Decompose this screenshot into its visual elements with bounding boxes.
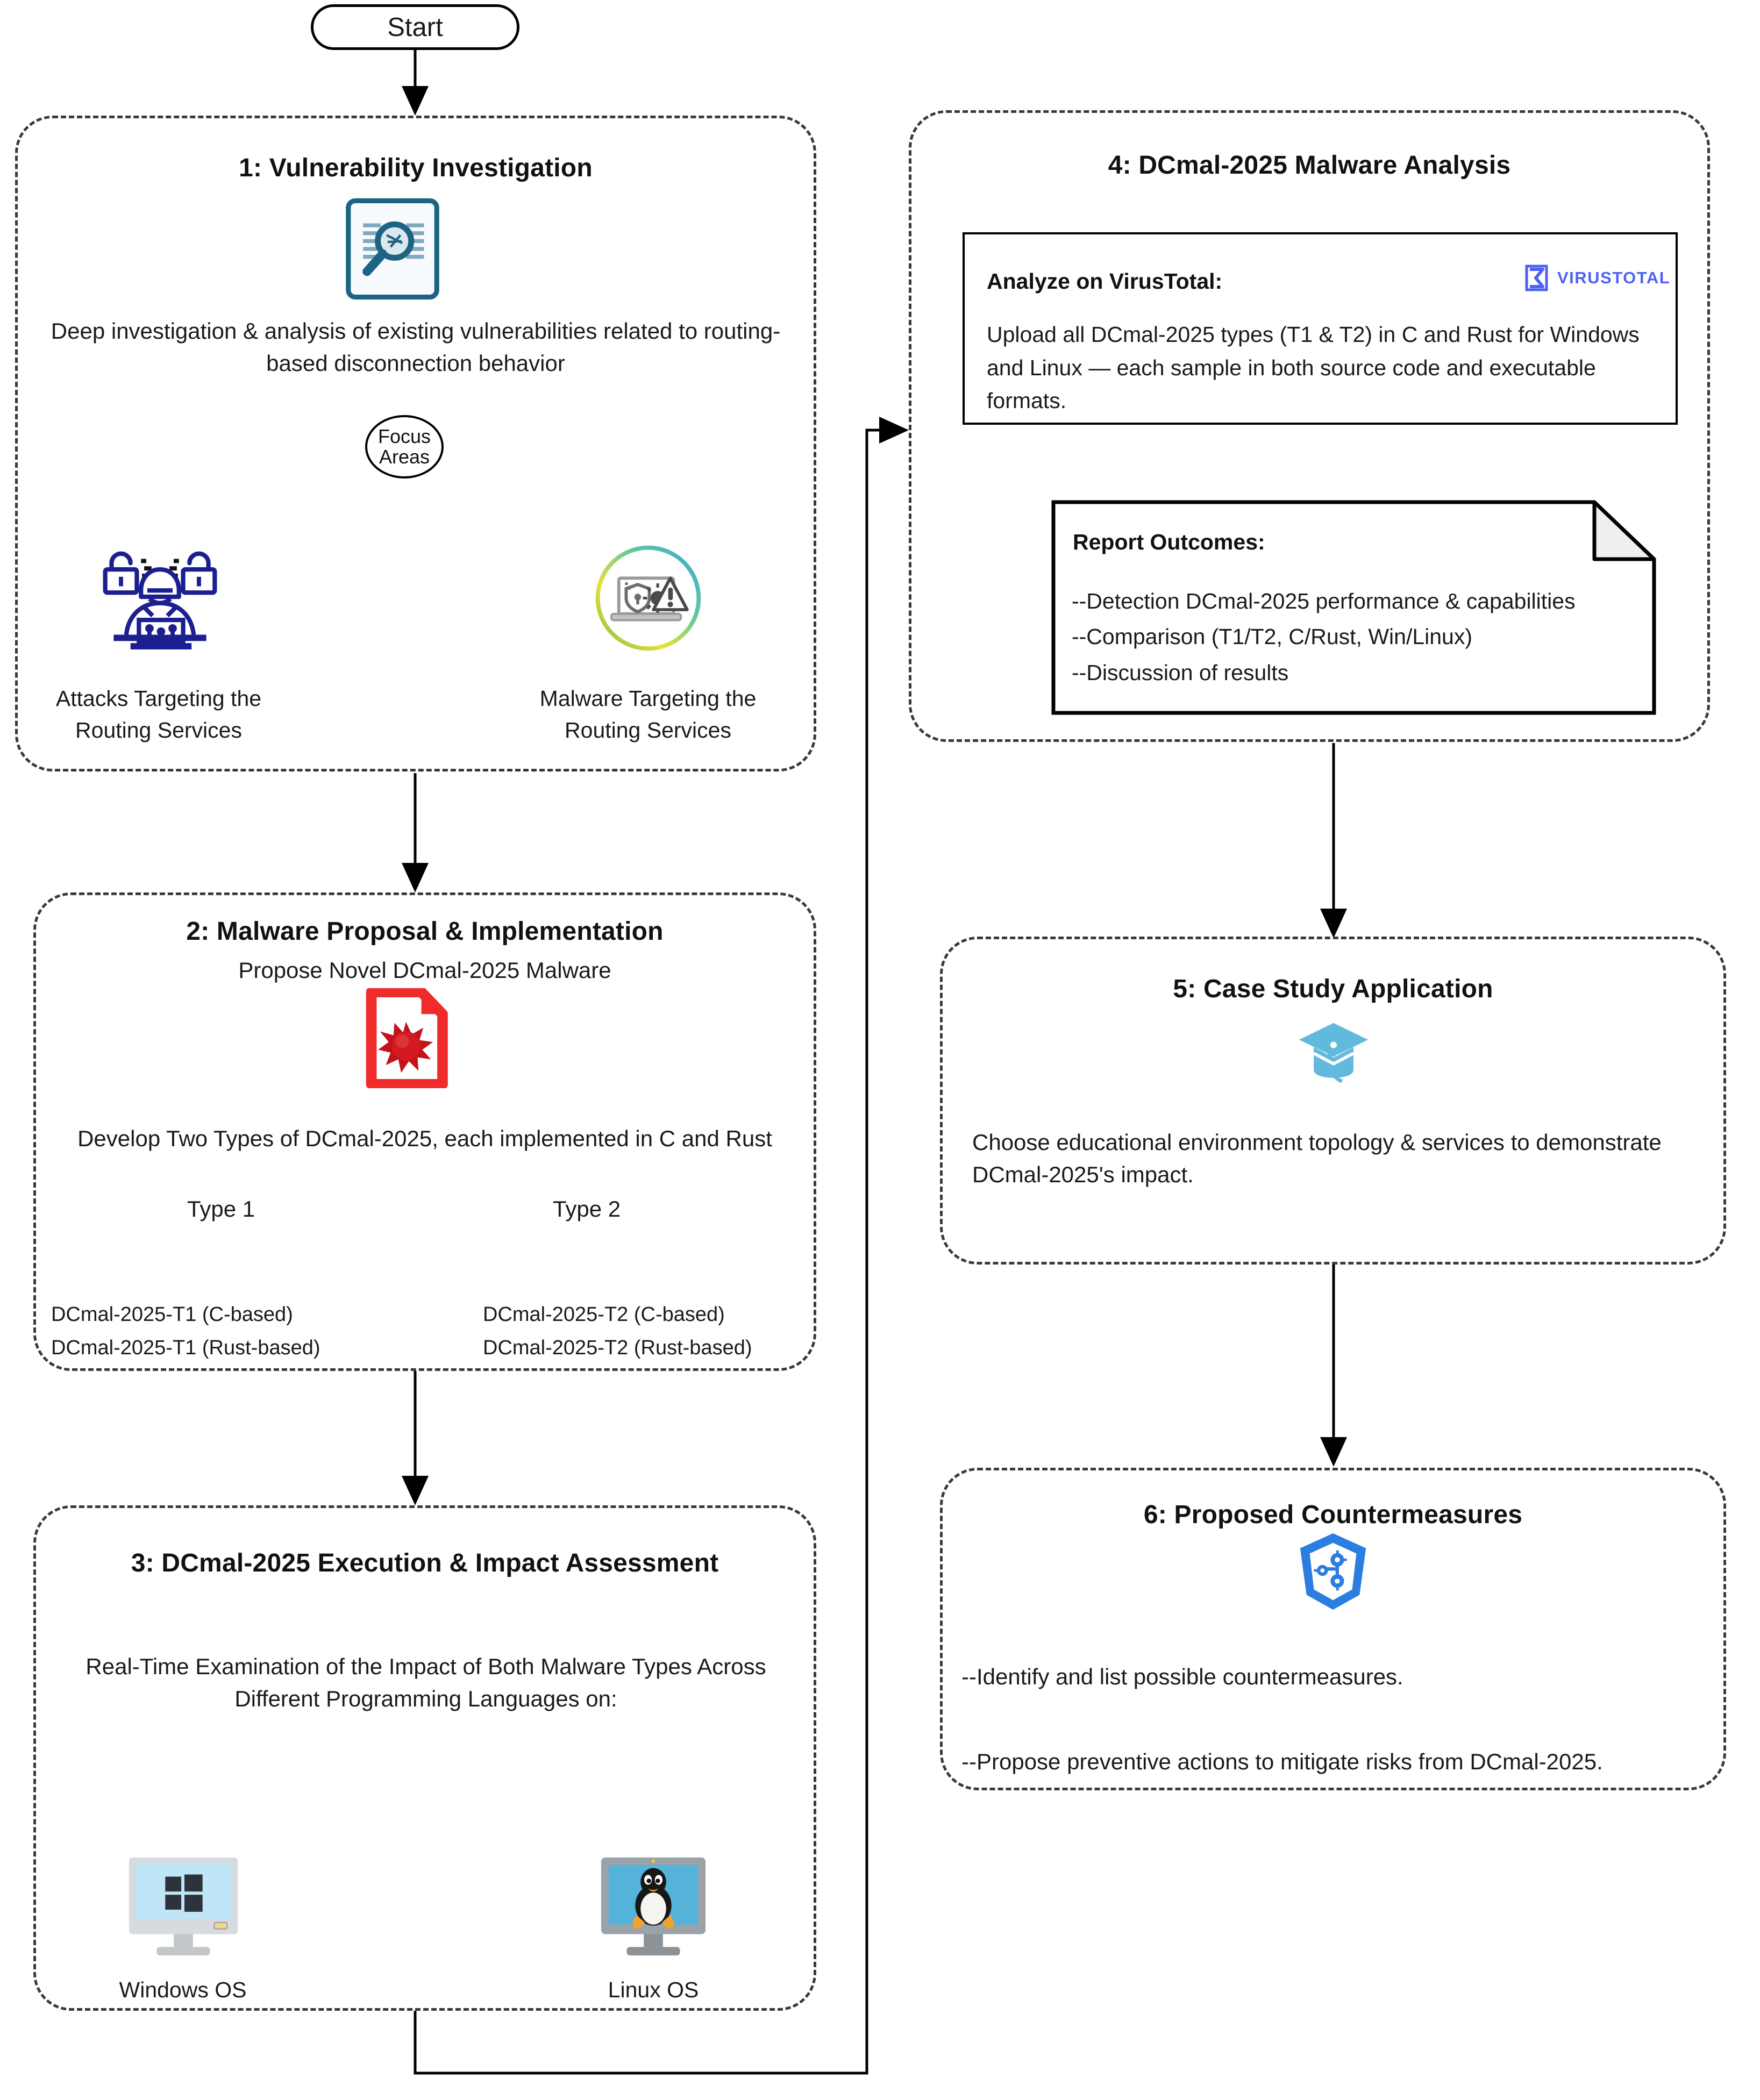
report-item-3: --Discussion of results: [1072, 660, 1289, 685]
laptop-malware-shield-icon: [590, 540, 706, 656]
virustotal-wordmark: VIRUSTOTAL: [1557, 268, 1671, 287]
platform-2-label: Linux OS: [608, 1977, 699, 2002]
analyze-box-heading: Analyze on VirusTotal:: [987, 269, 1223, 294]
analyze-on-virustotal-box[interactable]: [963, 232, 1678, 425]
virus-file-icon: [361, 987, 451, 1090]
type-1-output-rust: DCmal-2025-T1 (Rust-based): [51, 1336, 320, 1359]
start-terminator[interactable]: Start: [311, 4, 519, 50]
phase-2-subtitle: Propose Novel DCmal-2025 Malware: [238, 958, 611, 983]
report-item-2: --Comparison (T1/T2, C/Rust, Win/Linux): [1072, 624, 1473, 649]
virustotal-sigma-icon: [1525, 265, 1548, 291]
start-label: Start: [387, 12, 443, 42]
type-2-outputs: DCmal-2025-T2 (C-based) DCmal-2025-T2 (R…: [483, 1298, 752, 1365]
linux-penguin-monitor-icon: [595, 1854, 712, 1961]
phase-2-title: 2: Malware Proposal & Implementation: [186, 917, 664, 946]
type-2-output-c: DCmal-2025-T2 (C-based): [483, 1303, 725, 1326]
focus-areas-line2: Areas: [379, 446, 430, 468]
phase-2-container[interactable]: [33, 892, 816, 1371]
virustotal-logo: VIRUSTOTAL: [1525, 265, 1670, 291]
focus-branch-2-label: Malware Targeting the Routing Services: [539, 686, 757, 743]
phase-6-container[interactable]: [940, 1468, 1726, 1790]
phase-1-title: 1: Vulnerability Investigation: [239, 154, 593, 182]
phase-2-description: Develop Two Types of DCmal-2025, each im…: [77, 1126, 772, 1151]
type-2-output-rust: DCmal-2025-T2 (Rust-based): [483, 1336, 752, 1359]
phase-5-container[interactable]: [940, 937, 1726, 1265]
graduation-cap-icon: [1296, 1019, 1371, 1094]
type-1-branch-label: Type 1: [187, 1196, 255, 1222]
report-outcomes-document[interactable]: [1051, 500, 1656, 715]
type-1-output-c: DCmal-2025-T1 (C-based): [51, 1303, 293, 1326]
phase-6-title: 6: Proposed Countermeasures: [1143, 1501, 1523, 1529]
phase-5-title: 5: Case Study Application: [1173, 975, 1493, 1003]
report-outcomes-list: --Detection DCmal-2025 performance & cap…: [1072, 583, 1576, 690]
type-1-outputs: DCmal-2025-T1 (C-based) DCmal-2025-T1 (R…: [51, 1298, 320, 1365]
countermeasure-item-1: --Identify and list possible countermeas…: [961, 1664, 1403, 1689]
countermeasure-item-2: --Propose preventive actions to mitigate…: [961, 1749, 1603, 1775]
phase-3-title: 3: DCmal-2025 Execution & Impact Assessm…: [131, 1549, 719, 1577]
phase-6-items: --Identify and list possible countermeas…: [961, 1659, 1603, 1780]
focus-areas-decision[interactable]: Focus Areas: [365, 415, 444, 478]
report-outcomes-heading: Report Outcomes:: [1073, 530, 1265, 554]
document-magnifier-icon: [343, 198, 442, 300]
windows-monitor-icon: [125, 1854, 242, 1961]
focus-areas-line1: Focus: [377, 425, 431, 447]
type-2-branch-label: Type 2: [553, 1196, 621, 1222]
phase-5-description: Choose educational environment topology …: [972, 1130, 1662, 1187]
platform-1-label: Windows OS: [119, 1977, 247, 2002]
shield-gears-icon: [1294, 1531, 1372, 1612]
analyze-box-paragraph: Upload all DCmal-2025 types (T1 & T2) in…: [987, 322, 1640, 413]
phase-3-description: Real-Time Examination of the Impact of B…: [85, 1654, 766, 1711]
focus-branch-1-label: Attacks Targeting the Routing Services: [55, 686, 262, 743]
phase-4-title: 4: DCmal-2025 Malware Analysis: [1108, 151, 1511, 180]
phase-1-description: Deep investigation & analysis of existin…: [51, 318, 781, 376]
hacker-padlock-icon: [97, 544, 223, 652]
report-item-1: --Detection DCmal-2025 performance & cap…: [1072, 589, 1576, 613]
